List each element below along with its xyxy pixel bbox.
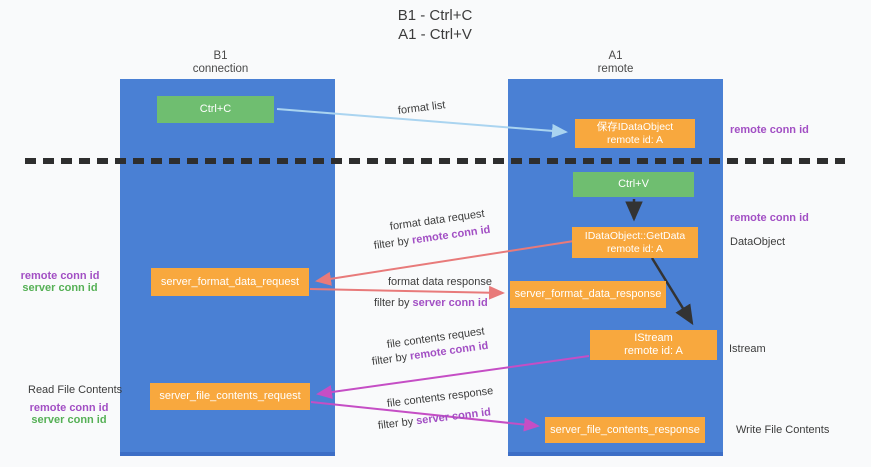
lane-header-b1: B1 connection bbox=[113, 50, 328, 76]
filter-by-text: filter by bbox=[374, 297, 413, 309]
node-server-format-data-request-label: server_format_data_request bbox=[160, 275, 300, 288]
node-server-file-contents-response: server_file_contents_response bbox=[545, 417, 705, 443]
side-label-remote-conn-id-mid: remote conn id bbox=[730, 212, 809, 224]
left-conn-id-group-1: remote conn id server conn id bbox=[0, 270, 120, 294]
side-label-remote-conn-id-top: remote conn id bbox=[730, 124, 809, 136]
edge-label-format-data-response: format data response bbox=[388, 276, 492, 288]
node-server-format-data-response-label: server_format_data_response bbox=[514, 288, 662, 300]
node-istream-line1: IStream bbox=[634, 332, 673, 344]
lane-b1-subtitle: connection bbox=[192, 63, 249, 75]
getdata-to-istream-arrow bbox=[650, 257, 694, 326]
title-line-1: B1 - Ctrl+C bbox=[397, 7, 473, 24]
node-server-format-data-request: server_format_data_request bbox=[151, 268, 309, 296]
file-contents-response-arrow bbox=[310, 401, 540, 432]
node-ctrl-v: Ctrl+V bbox=[573, 172, 694, 197]
side-label-server-conn-id-left-2: server conn id bbox=[31, 414, 107, 426]
node-ctrl-c: Ctrl+C bbox=[157, 96, 274, 123]
node-server-file-contents-request: server_file_contents_request bbox=[150, 383, 310, 410]
format-list-arrow bbox=[276, 108, 568, 138]
lane-b1-title: B1 bbox=[213, 50, 228, 62]
lane-a1-subtitle: remote bbox=[597, 63, 634, 75]
node-save-idataobject-line2: remote id: A bbox=[606, 133, 664, 146]
node-save-idataobject: 保存IDataObject remote id: A bbox=[575, 119, 695, 148]
node-ctrl-c-label: Ctrl+C bbox=[199, 103, 232, 115]
title-line-2: A1 - Ctrl+V bbox=[398, 26, 472, 43]
file-contents-request-arrow bbox=[316, 355, 590, 399]
node-istream: IStream remote id: A bbox=[590, 330, 717, 360]
node-save-idataobject-line1: 保存IDataObject bbox=[596, 120, 674, 133]
side-label-read-file-contents: Read File Contents bbox=[28, 384, 123, 396]
format-data-response-arrow bbox=[309, 285, 505, 300]
server-conn-id-keyword: server conn id bbox=[412, 297, 488, 309]
lane-header-a1: A1 remote bbox=[508, 50, 723, 76]
side-label-remote-conn-id-left-2: remote conn id bbox=[29, 402, 109, 414]
side-label-dataobject: DataObject bbox=[730, 236, 786, 248]
edge-label-filter-server-1: filter by server conn id bbox=[374, 297, 488, 309]
side-label-write-file-contents: Write File Contents bbox=[736, 424, 830, 436]
node-idataobject-getdata-line1: IDataObject::GetData bbox=[584, 229, 686, 242]
node-ctrl-v-label: Ctrl+V bbox=[618, 178, 649, 190]
node-server-file-contents-response-label: server_file_contents_response bbox=[550, 423, 700, 436]
side-label-istream: Istream bbox=[729, 343, 766, 355]
left-conn-id-group-2: remote conn id server conn id bbox=[0, 402, 138, 426]
node-idataobject-getdata: IDataObject::GetData remote id: A bbox=[572, 227, 698, 258]
node-server-file-contents-request-label: server_file_contents_request bbox=[159, 390, 301, 402]
node-istream-line2: remote id: A bbox=[624, 345, 683, 357]
side-label-server-conn-id-left-1: server conn id bbox=[22, 282, 98, 294]
lane-a1-title: A1 bbox=[608, 50, 623, 62]
format-data-request-arrow bbox=[315, 240, 575, 286]
node-server-format-data-response: server_format_data_response bbox=[510, 281, 666, 308]
node-idataobject-getdata-line2: remote id: A bbox=[606, 242, 664, 255]
side-label-remote-conn-id-left-1: remote conn id bbox=[20, 270, 100, 282]
diagram-title: B1 - Ctrl+C A1 - Ctrl+V bbox=[320, 6, 550, 44]
